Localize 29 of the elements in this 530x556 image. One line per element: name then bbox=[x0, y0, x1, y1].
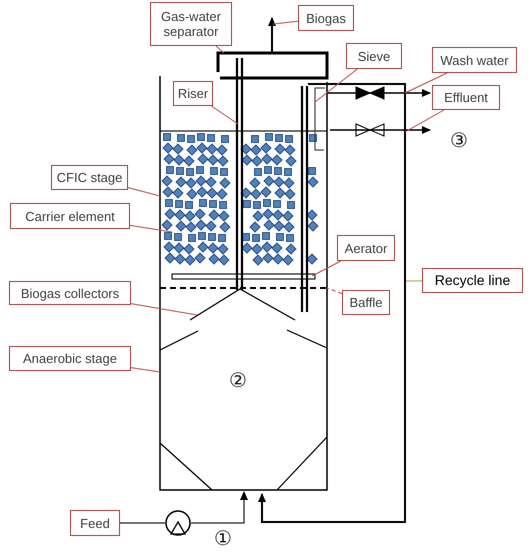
callout-label: Anaerobic stage bbox=[9, 346, 131, 371]
leader-line bbox=[130, 224, 172, 232]
leader-line bbox=[130, 367, 160, 372]
leader-line bbox=[216, 46, 224, 54]
callout-label: Gas-water separator bbox=[150, 2, 232, 46]
callout-label: Biogas collectors bbox=[9, 281, 131, 305]
callout-label: Wash water bbox=[432, 47, 517, 73]
leader-line bbox=[406, 280, 422, 282]
leader-line bbox=[210, 106, 238, 124]
stream-number: ③ bbox=[450, 129, 468, 153]
stream-number: ② bbox=[229, 369, 247, 393]
pump-icon bbox=[165, 510, 191, 536]
callout-label: Effluent bbox=[432, 85, 500, 110]
leader-line bbox=[312, 260, 342, 276]
leader-line bbox=[272, 20, 298, 24]
leader-line bbox=[128, 187, 160, 196]
pipe-line bbox=[120, 522, 166, 524]
pipe-line bbox=[190, 491, 248, 524]
callout-label: Carrier element bbox=[10, 203, 130, 229]
leader-line bbox=[130, 303, 198, 316]
leader-line bbox=[404, 110, 444, 132]
stream-number: ① bbox=[214, 527, 232, 551]
leader-line bbox=[404, 72, 448, 94]
callout-label: Biogas bbox=[298, 5, 354, 31]
callout-label: Recycle line bbox=[422, 268, 523, 293]
feed-label: Feed bbox=[70, 510, 120, 536]
callout-label: CFIC stage bbox=[51, 165, 128, 190]
leader-line bbox=[314, 68, 358, 102]
leader-line bbox=[326, 288, 342, 294]
